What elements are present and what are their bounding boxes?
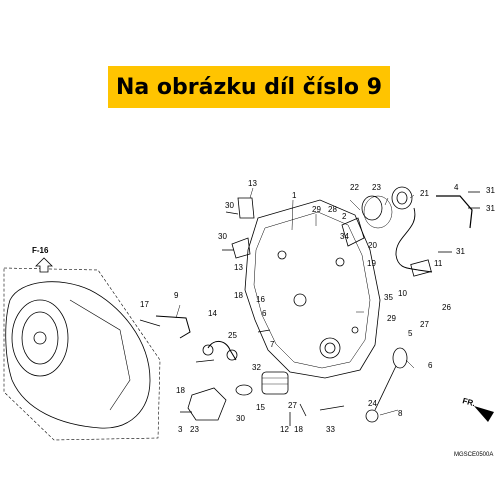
callout: 33: [326, 425, 335, 434]
seal-22: [361, 195, 383, 221]
cover-3: [187, 387, 227, 421]
oring-24: [365, 409, 379, 423]
callout: 6: [428, 361, 433, 370]
callout: 17: [140, 300, 149, 309]
bracket-13b: [231, 237, 251, 259]
dipstick-8: [392, 347, 408, 369]
callout: 13: [234, 263, 243, 272]
callout: 8: [398, 409, 403, 418]
callout: 32: [252, 363, 261, 372]
callout: 23: [190, 425, 199, 434]
callout: 29: [387, 314, 396, 323]
callout: 27: [288, 401, 297, 410]
main-cover: [244, 199, 381, 379]
part-number-banner: Na obrázku díl číslo 9: [108, 66, 390, 108]
callout: 12: [280, 425, 289, 434]
callout: 19: [367, 259, 376, 268]
harness-10: [395, 207, 433, 273]
callout: 34: [340, 232, 349, 241]
callout: 28: [328, 205, 337, 214]
callout: 35: [384, 293, 393, 302]
callout: 27: [420, 320, 429, 329]
bolts: [139, 191, 480, 426]
banner-text: Na obrázku díl číslo 9: [115, 74, 383, 100]
callout: 25: [228, 331, 237, 340]
callout: 26: [442, 303, 451, 312]
up-arrow: [35, 257, 53, 273]
callout-numbers: 13 30 30 13 1 29 28 22 23 21 4 31 31 2 3…: [140, 179, 495, 434]
left-cover-inner: [11, 299, 69, 377]
ring-23: [363, 195, 393, 229]
callout: 10: [398, 289, 407, 298]
callout: 6: [262, 309, 267, 318]
callout: 15: [256, 403, 265, 412]
cover-21: [391, 186, 413, 210]
left-cover: [5, 281, 151, 429]
sensor-11: [410, 259, 432, 277]
drawing-code: MGSCE0500A: [454, 452, 493, 458]
callout: 4: [454, 183, 459, 192]
callout: 18: [234, 291, 243, 300]
callout: 31: [456, 247, 465, 256]
callout: 18: [176, 386, 185, 395]
callout: 1: [292, 191, 297, 200]
direction-label: FR.: [461, 396, 476, 408]
callout: 30: [236, 414, 245, 423]
callout: 18: [294, 425, 303, 434]
bracket-9: [155, 315, 191, 339]
fr-arrow: [474, 406, 494, 422]
callout: 24: [368, 399, 377, 408]
callout: 3: [178, 425, 183, 434]
callout: 13: [248, 179, 257, 188]
oring-25: [226, 349, 238, 361]
callout: 31: [486, 186, 495, 195]
callout: 5: [408, 329, 413, 338]
callout: 20: [368, 241, 377, 250]
callout: 7: [270, 340, 275, 349]
callout: 29: [312, 205, 321, 214]
reference-label: F-16: [32, 246, 49, 255]
pipe-14: [207, 341, 237, 361]
callout: 16: [256, 295, 265, 304]
oring-23: [235, 384, 253, 396]
callout: 30: [218, 232, 227, 241]
callout: 31: [486, 204, 495, 213]
callout: 30: [225, 201, 234, 210]
callout: 14: [208, 309, 217, 318]
callout: 11: [434, 259, 443, 268]
oil-filter-7: [261, 371, 289, 395]
callout: 2: [342, 212, 347, 221]
part-2: [341, 217, 365, 247]
bracket-13: [237, 197, 255, 219]
leader-lines: [175, 187, 415, 416]
callout: 9: [174, 291, 179, 300]
callout: 22: [350, 183, 359, 192]
cover-frame-dashed: [3, 267, 161, 441]
callout: 23: [372, 183, 381, 192]
callout: 21: [420, 189, 429, 198]
bracket-4: [436, 195, 473, 229]
